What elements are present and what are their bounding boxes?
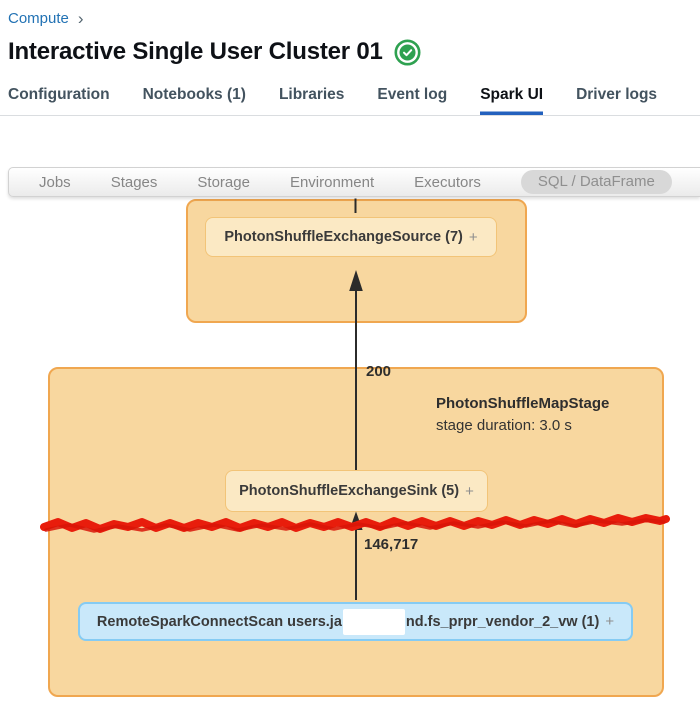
- stage-meta: PhotonShuffleMapStage stage duration: 3.…: [436, 395, 609, 434]
- expand-plus-icon[interactable]: +: [465, 482, 474, 500]
- title-row: Interactive Single User Cluster 01: [8, 38, 421, 66]
- edge-rowcount-146717: 146,717: [364, 536, 419, 553]
- page-title: Interactive Single User Cluster 01: [8, 38, 383, 65]
- breadcrumb-compute-link[interactable]: Compute: [8, 9, 69, 27]
- tab-driver-logs[interactable]: Driver logs: [576, 86, 658, 103]
- expand-plus-icon[interactable]: +: [468, 228, 478, 246]
- spark-nav-jobs[interactable]: Jobs: [39, 173, 71, 191]
- node-remote-spark-connect-scan[interactable]: RemoteSparkConnectScan users.ja nd.fs_prp…: [78, 602, 633, 641]
- stage-duration-label: stage duration: 3.0 s: [436, 417, 572, 434]
- breadcrumb: Compute ›: [8, 9, 84, 28]
- spark-nav-storage[interactable]: Storage: [197, 173, 250, 191]
- spark-nav-executors[interactable]: Executors: [414, 173, 481, 191]
- node-label-prefix: RemoteSparkConnectScan users.ja: [96, 613, 342, 630]
- stage-name-label: PhotonShuffleMapStage: [436, 395, 610, 412]
- chevron-right-icon: ›: [77, 9, 84, 28]
- cluster-running-check-icon: [394, 39, 421, 65]
- tab-libraries[interactable]: Libraries: [278, 86, 345, 103]
- spark-nav-sql-dataframe-active[interactable]: SQL / DataFrame: [520, 170, 672, 194]
- tab-event-log[interactable]: Event log: [377, 86, 448, 103]
- edge-rowcount-200: 200: [366, 363, 392, 380]
- node-label-suffix: nd.fs_prpr_vendor_2_vw (1): [405, 613, 600, 630]
- text-redaction-box: [342, 608, 405, 635]
- spark-ui-navbar: Jobs Stages Storage Environment Executor…: [8, 167, 700, 197]
- tab-notebooks[interactable]: Notebooks (1): [142, 86, 246, 103]
- spark-nav-stages[interactable]: Stages: [110, 173, 158, 191]
- expand-plus-icon[interactable]: +: [605, 613, 615, 630]
- cluster-tab-bar: Configuration Notebooks (1) Libraries Ev…: [0, 86, 700, 116]
- spark-nav-environment[interactable]: Environment: [289, 173, 375, 191]
- node-photon-shuffle-exchange-sink[interactable]: PhotonShuffleExchangeSink (5) +: [225, 470, 488, 512]
- node-photon-shuffle-exchange-source[interactable]: PhotonShuffleExchangeSource (7) +: [205, 217, 497, 257]
- node-label: PhotonShuffleExchangeSink (5): [239, 483, 460, 499]
- tab-configuration[interactable]: Configuration: [8, 86, 110, 103]
- tab-spark-ui[interactable]: Spark UI: [480, 86, 543, 115]
- node-label: PhotonShuffleExchangeSource (7): [224, 229, 463, 245]
